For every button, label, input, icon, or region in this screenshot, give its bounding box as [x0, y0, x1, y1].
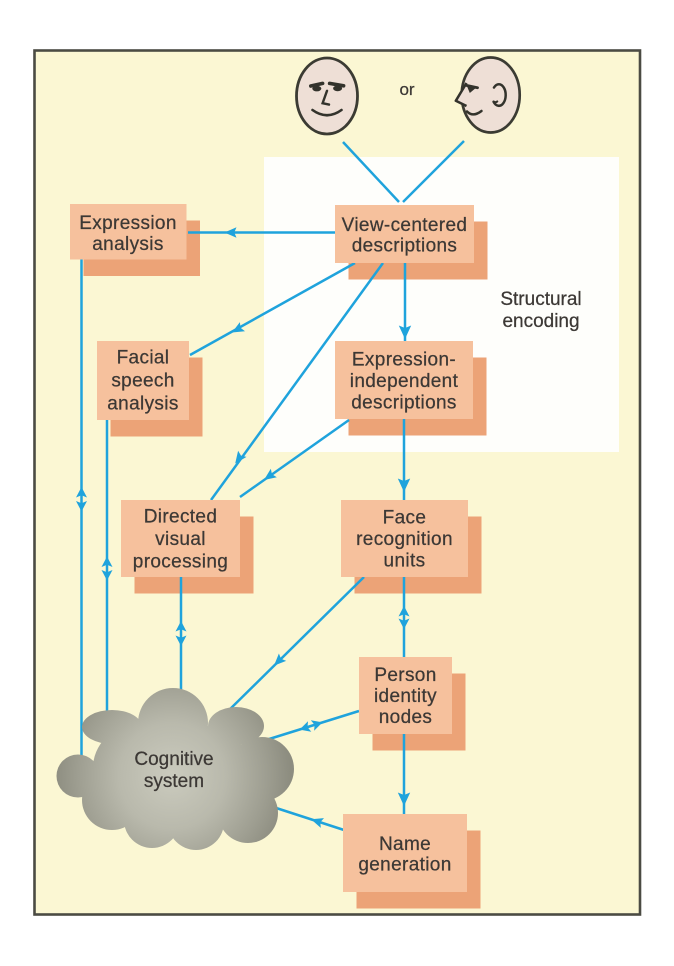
svg-text:recognition: recognition	[356, 529, 453, 550]
svg-text:descriptions: descriptions	[351, 393, 457, 414]
svg-text:Structural: Structural	[500, 289, 581, 310]
svg-text:View-centered: View-centered	[342, 215, 468, 236]
svg-text:system: system	[144, 771, 204, 792]
svg-text:encoding: encoding	[502, 311, 579, 332]
svg-text:visual: visual	[155, 529, 206, 550]
svg-text:analysis: analysis	[92, 234, 163, 255]
svg-text:speech: speech	[111, 371, 174, 392]
svg-text:identity: identity	[374, 686, 437, 707]
svg-text:generation: generation	[358, 855, 451, 876]
svg-text:Directed: Directed	[144, 507, 218, 528]
svg-text:Name: Name	[379, 834, 431, 855]
svg-text:units: units	[384, 551, 426, 572]
svg-text:descriptions: descriptions	[352, 236, 458, 257]
svg-text:independent: independent	[350, 371, 459, 392]
svg-text:Face: Face	[383, 508, 427, 529]
svg-text:Facial: Facial	[117, 348, 170, 369]
svg-text:nodes: nodes	[379, 707, 433, 728]
svg-text:or: or	[399, 80, 414, 99]
svg-text:Expression: Expression	[79, 213, 177, 234]
svg-text:Person: Person	[374, 665, 436, 686]
svg-text:Cognitive: Cognitive	[134, 749, 213, 770]
svg-text:processing: processing	[133, 552, 228, 573]
svg-text:Expression-: Expression-	[352, 350, 456, 371]
svg-text:analysis: analysis	[107, 394, 178, 415]
